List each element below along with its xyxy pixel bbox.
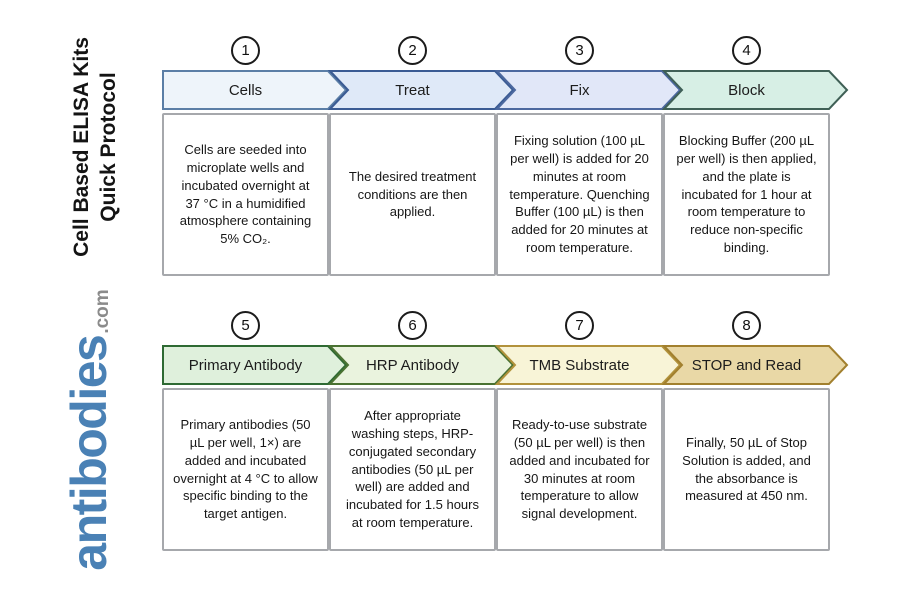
step-description: Ready-to-use substrate (50 µL per well) … [509,416,650,522]
step-arrow: Cells [162,70,348,110]
step-description-box: Ready-to-use substrate (50 µL per well) … [496,388,663,551]
title-line-2: Quick Protocol [97,72,120,222]
step-number-badge: 1 [231,36,260,65]
step-number: 3 [575,42,584,59]
step-number: 1 [241,42,250,59]
chevron-arrow-shape [327,70,515,110]
title-line-1: Cell Based ELISA Kits [70,37,93,257]
step-label: Fix [569,81,590,99]
chevron-arrow-shape [327,345,515,385]
step-number: 8 [742,317,751,334]
chevron-arrow-shape [661,70,849,110]
step-number-badge: 2 [398,36,427,65]
step-description-box: Blocking Buffer (200 µL per well) is the… [663,113,830,276]
step-label: Block [728,81,765,99]
step-number: 6 [408,317,417,334]
chevron-arrow-shape [162,70,348,110]
vertical-title: Cell Based ELISA Kits Quick Protocol [68,22,124,272]
step-label: Treat [395,81,430,99]
steps-row-1: 1 Cells Cells are seeded into microplate… [162,36,849,276]
step-cell-5: 5 Primary Antibody Primary antibodies (5… [162,311,348,551]
step-number: 2 [408,42,417,59]
chevron-arrow-shape [494,345,682,385]
step-cell-7: 7 TMB Substrate Ready-to-use substrate (… [494,311,682,551]
step-arrow: Primary Antibody [162,345,348,385]
step-cell-1: 1 Cells Cells are seeded into microplate… [162,36,348,276]
step-description-box: Fixing solution (100 µL per well) is add… [496,113,663,276]
step-description: After appropriate washing steps, HRP-con… [346,407,479,531]
step-arrow: STOP and Read [661,345,849,385]
step-description: Primary antibodies (50 µL per well, 1×) … [173,416,318,522]
step-number-badge: 4 [732,36,761,65]
step-number-badge: 7 [565,311,594,340]
step-description: Cells are seeded into microplate wells a… [179,141,312,247]
step-description-box: Primary antibodies (50 µL per well, 1×) … [162,388,329,551]
step-number: 4 [742,42,751,59]
chevron-arrow-shape [162,345,348,385]
logo-domain-suffix: .com [92,289,113,334]
step-cell-8: 8 STOP and Read Finally, 50 µL of Stop S… [661,311,849,551]
step-description-box: Finally, 50 µL of Stop Solution is added… [663,388,830,551]
step-description-box: The desired treatment conditions are the… [329,113,496,276]
step-number-badge: 8 [732,311,761,340]
step-description: Blocking Buffer (200 µL per well) is the… [676,132,817,256]
step-label: HRP Antibody [365,356,460,374]
step-label: Primary Antibody [188,356,303,374]
step-description-box: After appropriate washing steps, HRP-con… [329,388,496,551]
step-label: TMB Substrate [529,356,630,374]
step-number-badge: 3 [565,36,594,65]
brand-logo: antibodies.com [60,260,130,594]
step-description-box: Cells are seeded into microplate wells a… [162,113,329,276]
step-number-badge: 5 [231,311,260,340]
chevron-arrow-shape [661,345,849,385]
step-number: 7 [575,317,584,334]
steps-row-2: 5 Primary Antibody Primary antibodies (5… [162,311,849,551]
step-description: Finally, 50 µL of Stop Solution is added… [682,434,811,504]
step-cell-4: 4 Block Blocking Buffer (200 µL per well… [661,36,849,276]
step-arrow: Block [661,70,849,110]
step-description: Fixing solution (100 µL per well) is add… [509,132,650,256]
step-number-badge: 6 [398,311,427,340]
step-description: The desired treatment conditions are the… [348,168,477,220]
step-arrow: Treat [327,70,515,110]
logo-wordmark: antibodies [61,335,117,571]
step-cell-3: 3 Fix Fixing solution (100 µL per well) … [494,36,682,276]
step-label: STOP and Read [691,356,802,374]
step-cell-6: 6 HRP Antibody After appropriate washing… [327,311,515,551]
step-cell-2: 2 Treat The desired treatment conditions… [327,36,515,276]
step-number: 5 [241,317,250,334]
step-arrow: HRP Antibody [327,345,515,385]
step-arrow: TMB Substrate [494,345,682,385]
step-arrow: Fix [494,70,682,110]
step-label: Cells [228,81,263,99]
chevron-arrow-shape [494,70,682,110]
